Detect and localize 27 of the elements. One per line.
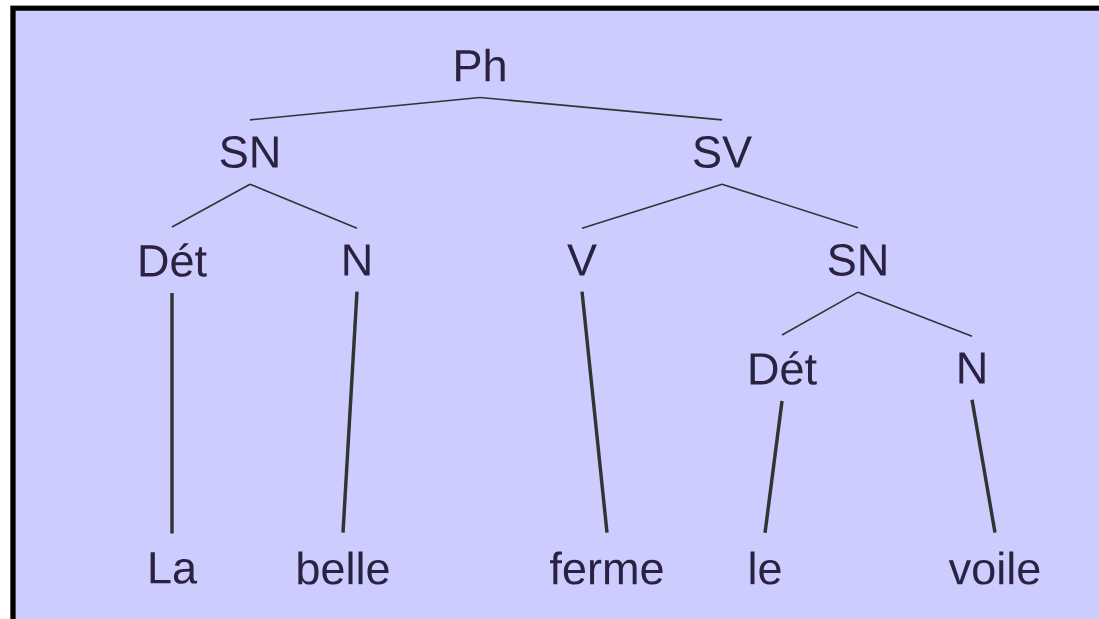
tree-line xyxy=(781,291,859,336)
category-label: V xyxy=(567,244,597,276)
category-label: Dét xyxy=(140,243,207,277)
category-label: SN xyxy=(220,136,278,168)
category-label: N xyxy=(959,352,985,384)
word: ferme xyxy=(550,551,663,585)
word: belle xyxy=(298,551,389,585)
tree-line xyxy=(580,291,609,533)
tree-line xyxy=(581,183,723,230)
word: La xyxy=(150,552,198,584)
tree-line xyxy=(479,96,723,121)
category-label: N xyxy=(344,244,370,276)
tree-line xyxy=(721,183,859,229)
word: voile xyxy=(948,551,1040,585)
category-label: Ph xyxy=(456,48,505,82)
tree-line xyxy=(170,293,174,534)
tree-line xyxy=(249,96,481,121)
tree-line xyxy=(857,291,973,338)
category-label: SN xyxy=(828,244,886,276)
category-label: SV xyxy=(694,136,752,168)
tree-line xyxy=(763,400,784,533)
word: le xyxy=(750,551,781,585)
tree-line xyxy=(970,399,997,533)
tree-line xyxy=(341,291,359,533)
tree-line xyxy=(249,183,358,230)
category-label: Dét xyxy=(750,351,817,385)
tree-line xyxy=(171,183,251,228)
